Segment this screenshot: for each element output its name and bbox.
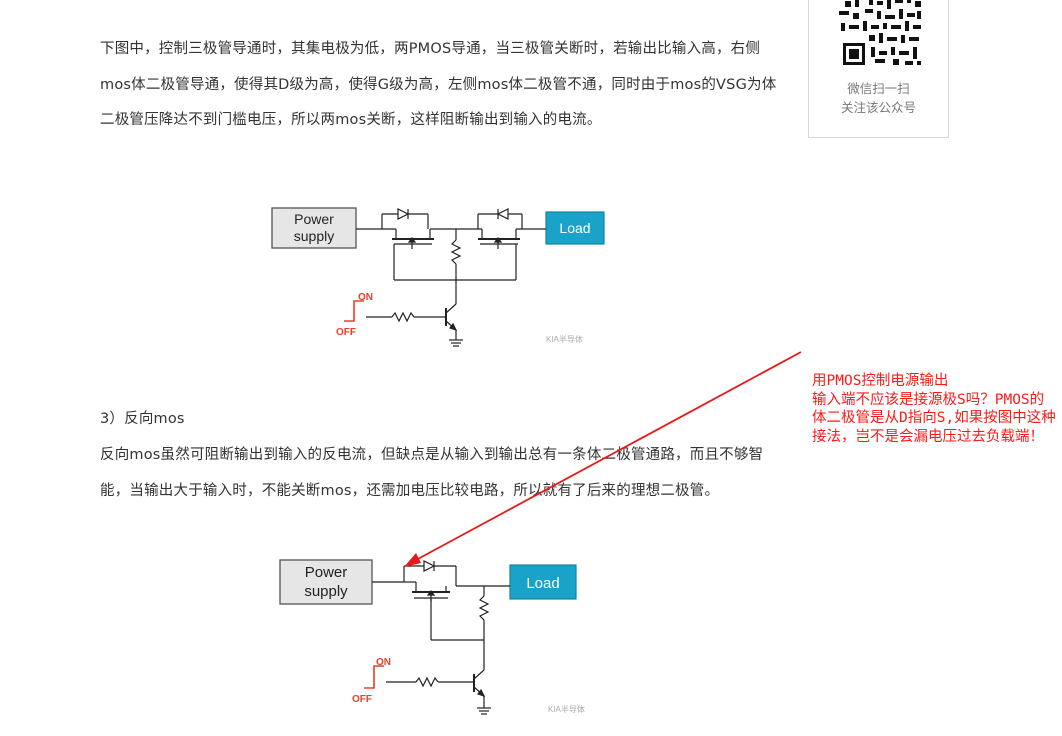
on-label: ON [376, 657, 391, 668]
load-label: Load [559, 220, 590, 236]
section-heading-reverse-mos: 3）反向mos [100, 411, 185, 427]
load-box [509, 564, 577, 600]
power-supply-box [271, 207, 357, 249]
power-label-2: supply [294, 228, 334, 244]
watermark: KIA半导体 [546, 334, 583, 344]
paragraph-back-to-back-pmos: 下图中，控制三极管导通时，其集电极为低，两PMOS导通，当三极管关断时，若输出比… [100, 41, 777, 128]
power-label-1: Power [294, 211, 334, 227]
watermark: KIA半导体 [548, 704, 585, 714]
off-label: OFF [336, 327, 356, 338]
paragraph-reverse-mos: 反向mos虽然可阻断输出到输入的反电流，但缺点是从输入到输出总有一条体二极管通路… [100, 447, 764, 499]
off-label: OFF [352, 694, 372, 705]
on-label: ON [358, 292, 373, 303]
qr-code-panel: 微信扫一扫 关注该公众号 [808, 0, 949, 138]
circuit-diagram-back-to-back-pmos: Power supply Load ON OFF KIA半导体 [271, 207, 605, 347]
circuit-diagram-reverse-pmos: Power supply Load ON OFF KIA半导体 [279, 559, 585, 715]
qr-code-image [835, 0, 923, 67]
load-label: Load [526, 575, 559, 592]
qr-caption-follow: 关注该公众号 [840, 100, 916, 115]
power-supply-box [279, 559, 373, 605]
power-label-2: supply [304, 583, 348, 600]
red-annotation-note: 用PMOS控制电源输出 输入端不应该是接源极S吗？PMOS的体二极管是从D指向S… [812, 373, 1056, 445]
load-box [545, 211, 605, 245]
power-label-1: Power [305, 564, 348, 581]
qr-caption-scan: 微信扫一扫 [847, 81, 910, 96]
